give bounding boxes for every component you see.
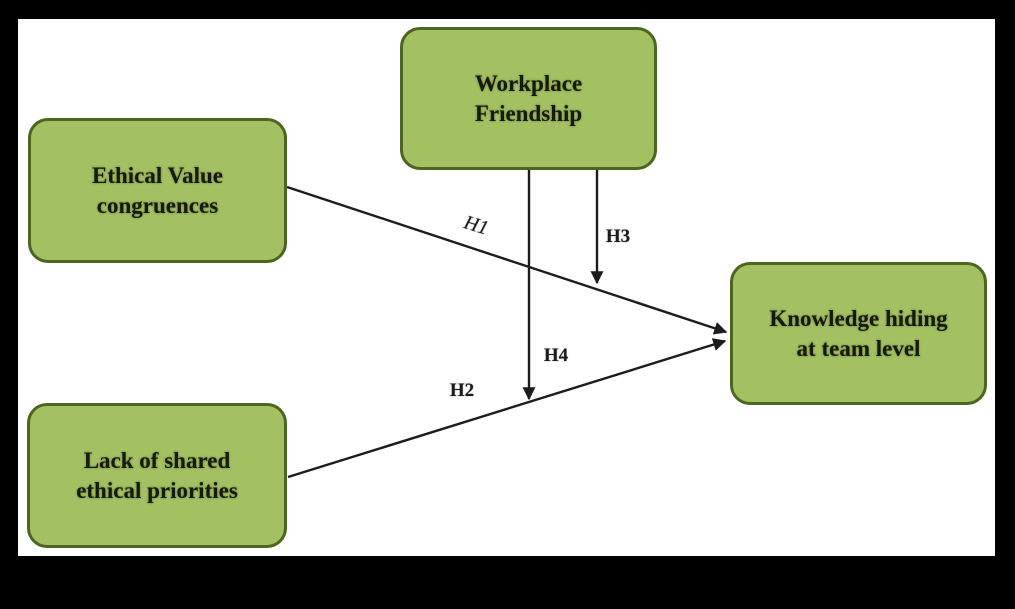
node-workplace-friendship: Workplace Friendship xyxy=(400,27,657,170)
edge-h1-arrow xyxy=(286,185,728,335)
edge-h2-arrow xyxy=(287,338,727,479)
node-lack-of-shared-ethical-priorities: Lack of shared ethical priorities xyxy=(27,403,287,548)
edge-label-h2: H2 xyxy=(449,380,475,401)
node-knowledge-hiding-at-team-level: Knowledge hiding at team level xyxy=(730,262,987,405)
node-ethical-value-congruences: Ethical Value congruences xyxy=(28,118,287,263)
edge-label-h4: H4 xyxy=(543,345,569,366)
edge-label-h3: H3 xyxy=(605,226,631,247)
